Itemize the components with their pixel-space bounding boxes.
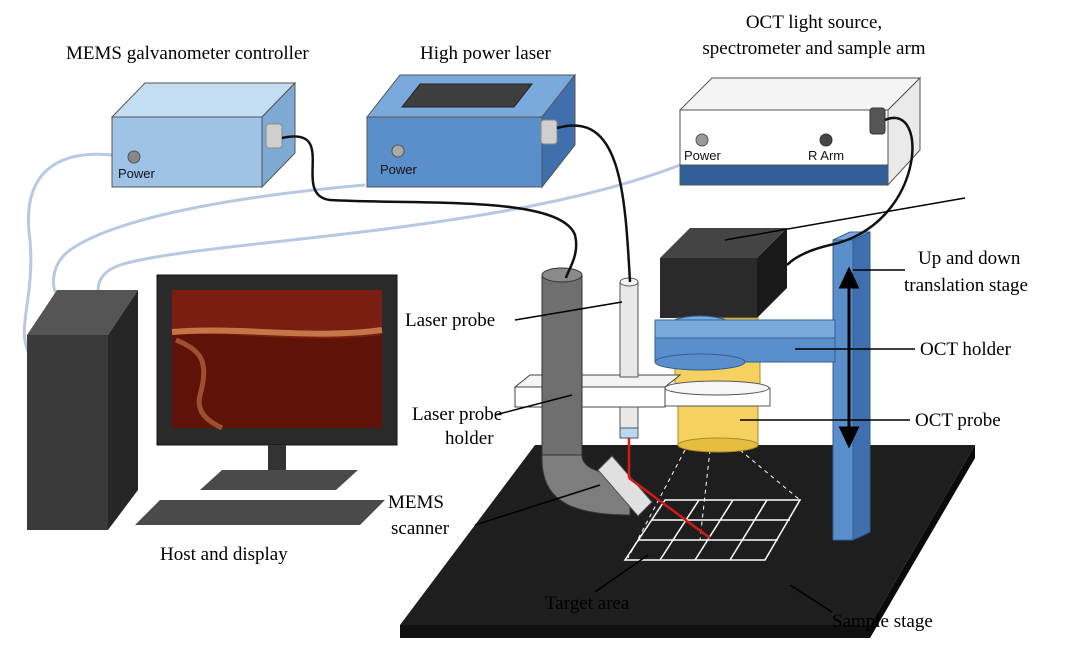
oct-scan-beam xyxy=(627,449,801,559)
data-cables xyxy=(22,152,681,356)
oct-source-box xyxy=(678,76,922,187)
mems-mirror xyxy=(597,455,653,517)
laser-power-label: Power xyxy=(380,162,418,177)
host-monitor xyxy=(135,274,398,525)
high-power-laser-box xyxy=(365,73,577,189)
sample-stage-plate xyxy=(400,445,975,638)
label-mems-scanner-1: MEMS xyxy=(388,492,444,513)
up-down-arrow xyxy=(838,266,860,449)
label-laser-probe-holder-1: Laser probe xyxy=(412,404,502,425)
oct-power-label: Power xyxy=(684,148,722,163)
oct-probe-ring xyxy=(664,380,771,407)
oct-camera-box xyxy=(660,228,787,318)
host-tower xyxy=(27,290,138,530)
label-sample-stage: Sample stage xyxy=(832,611,933,632)
mems-tube xyxy=(541,267,631,516)
mems-controller-box xyxy=(110,81,297,189)
label-up-down-1: Up and down xyxy=(918,248,1021,269)
label-oct-source-2: spectrometer and sample arm xyxy=(702,38,925,59)
leader-lines xyxy=(474,197,966,613)
label-mems-controller: MEMS galvanometer controller xyxy=(66,43,309,64)
label-laser-probe: Laser probe xyxy=(405,310,495,331)
laser-beam xyxy=(627,438,711,540)
oct-r-arm-label: R Arm xyxy=(808,148,844,163)
label-oct-holder: OCT holder xyxy=(920,339,1012,360)
label-oct-probe: OCT probe xyxy=(915,410,1001,431)
laser-probe-holder-bar xyxy=(513,374,682,408)
controller-power-label: Power xyxy=(118,166,156,181)
fiber-cables xyxy=(281,116,914,283)
label-high-power-laser: High power laser xyxy=(420,43,552,64)
target-area-grid xyxy=(623,499,802,561)
laser-probe-tube xyxy=(619,277,639,439)
label-mems-scanner-2: scanner xyxy=(391,518,450,539)
label-oct-source-1: OCT light source, xyxy=(746,12,882,33)
label-host-display: Host and display xyxy=(160,544,288,565)
label-laser-probe-holder-2: holder xyxy=(445,428,494,449)
oct-holder-arm xyxy=(654,315,836,371)
label-target-area: Target area xyxy=(545,593,630,614)
label-up-down-2: translation stage xyxy=(904,275,1028,296)
